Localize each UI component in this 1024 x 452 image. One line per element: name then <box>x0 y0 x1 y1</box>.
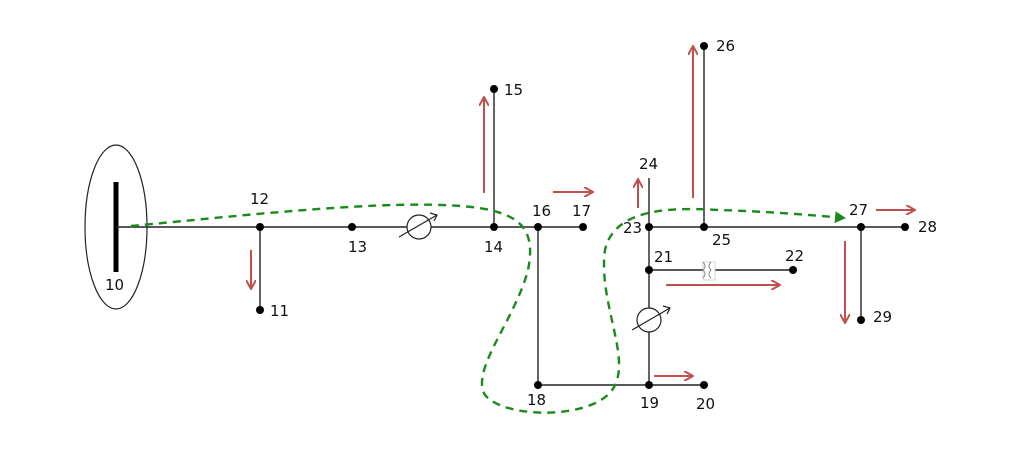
node-label-23: 23 <box>623 219 642 237</box>
node-label-20: 20 <box>696 395 715 413</box>
node-label-13: 13 <box>348 238 367 256</box>
flow-arrows <box>251 47 914 376</box>
node-label-15: 15 <box>504 81 523 99</box>
node-label-22: 22 <box>785 247 804 265</box>
meter-icon <box>631 305 671 333</box>
node-label-29: 29 <box>873 308 892 326</box>
node-label-26: 26 <box>716 37 735 55</box>
node-label-24: 24 <box>639 155 658 173</box>
node-label-27: 27 <box>849 201 868 219</box>
node-label-25: 25 <box>712 231 731 249</box>
node-label-18: 18 <box>527 391 546 409</box>
node-label-17: 17 <box>572 202 591 220</box>
node-label-14: 14 <box>484 238 503 256</box>
node-label-16: 16 <box>532 202 551 220</box>
node-label-28: 28 <box>918 218 937 236</box>
transformer-icon <box>702 261 716 281</box>
node-labels: 10 11 12 13 14 15 16 17 18 19 20 21 22 2… <box>105 37 937 413</box>
node-label-12: 12 <box>250 190 269 208</box>
node-label-11: 11 <box>270 302 289 320</box>
dashed-route-path <box>130 203 846 414</box>
node-label-10: 10 <box>105 276 124 294</box>
meter-icon <box>398 212 438 240</box>
nodes <box>256 42 909 389</box>
node-label-19: 19 <box>640 394 659 412</box>
node-label-21: 21 <box>654 248 673 266</box>
